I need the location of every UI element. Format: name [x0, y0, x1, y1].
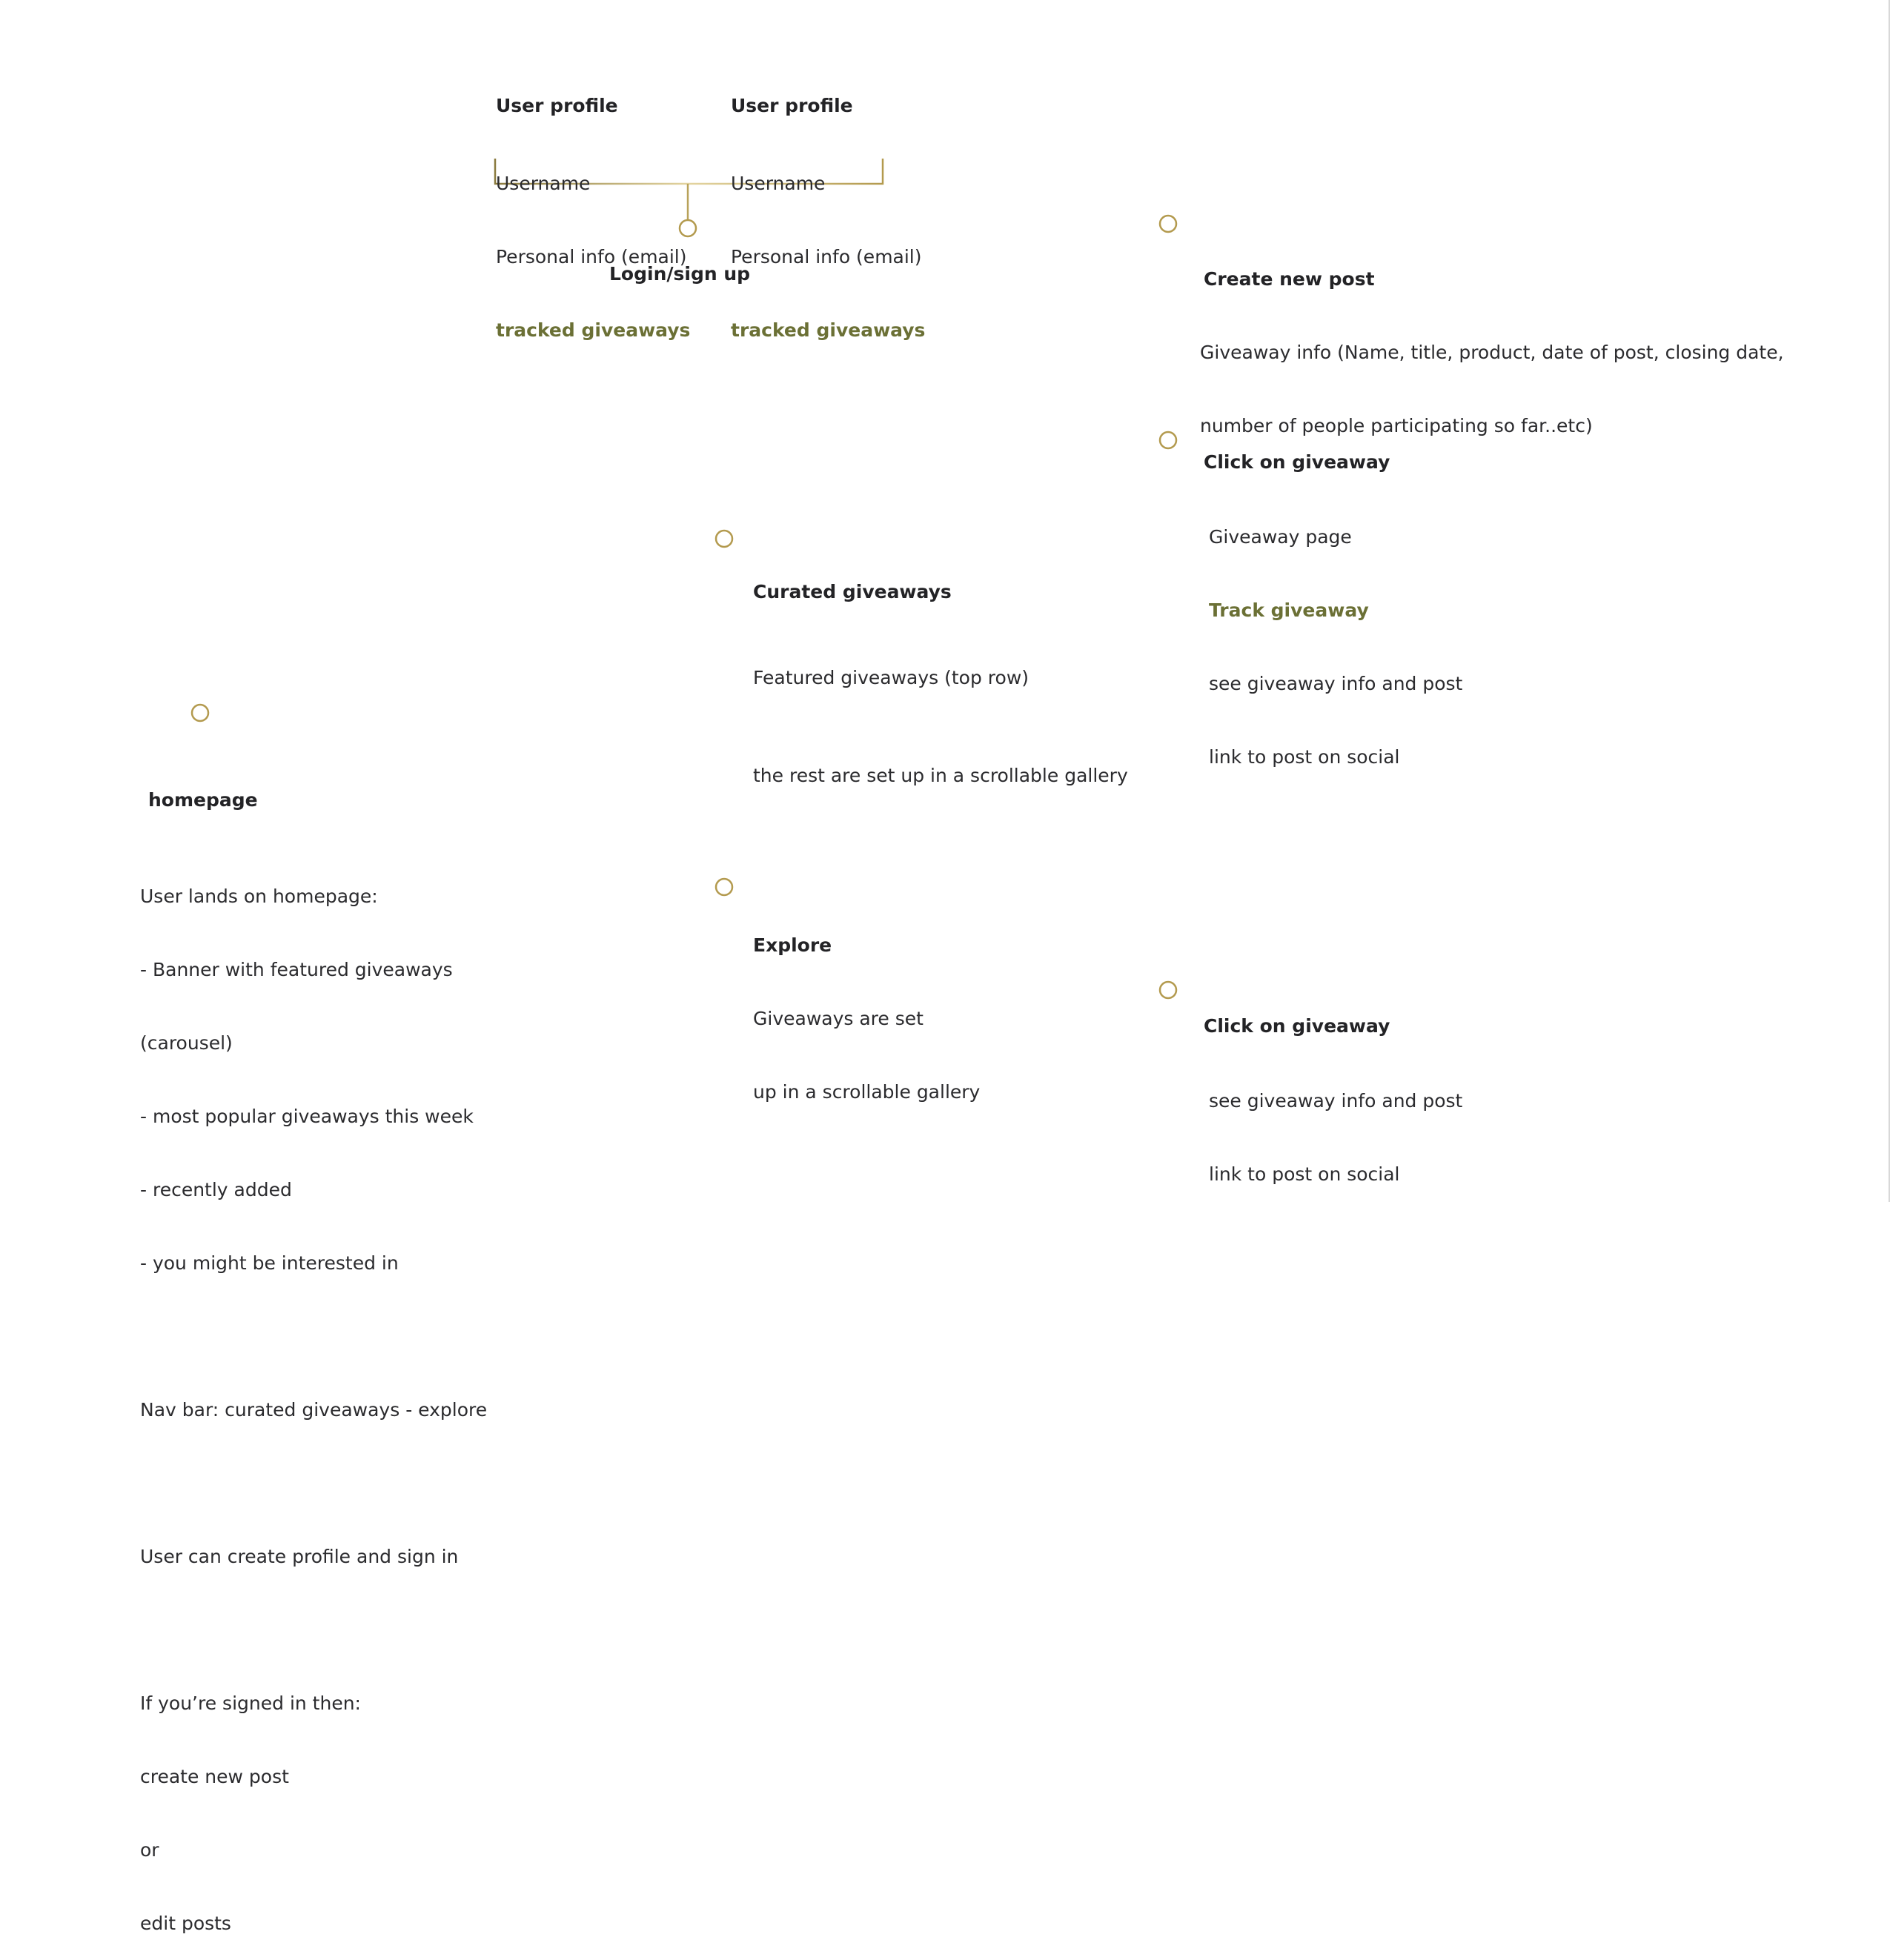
homepage-line-2: (carousel) [140, 1032, 233, 1054]
homepage-line-12: create new post [140, 1766, 289, 1787]
user-profile-box-1: User profile Username Personal info (ema… [496, 44, 690, 367]
click-giveaway-title-2: Click on giveaway [1204, 1015, 1390, 1037]
node-click-giveaway-2[interactable] [1158, 980, 1178, 1000]
homepage-line-13: or [140, 1839, 159, 1861]
homepage-box: homepage User lands on homepage: - Banne… [140, 739, 487, 1960]
homepage-line-11: If you’re signed in then: [140, 1692, 361, 1714]
user-profile-username-1: Username [496, 173, 591, 194]
click-giveaway-2-line-2: link to post on social [1209, 1163, 1400, 1185]
node-login[interactable] [678, 219, 697, 238]
profile-bracket [494, 159, 884, 185]
homepage-line-0: User lands on homepage: [140, 886, 378, 907]
curated-box: Curated giveaways Featured giveaways (to… [753, 531, 1128, 812]
user-profile-tracked-1: tracked giveaways [496, 319, 691, 341]
curated-line-2: the rest are set up in a scrollable gall… [753, 765, 1128, 786]
homepage-line-7: Nav bar: curated giveaways - explore [140, 1399, 488, 1421]
click-giveaway-title-1: Click on giveaway [1204, 451, 1390, 473]
node-click-giveaway-1[interactable] [1158, 431, 1178, 450]
user-profile-personal-info-1: Personal info (email) [496, 246, 687, 268]
create-post-line-2: number of people participating so far..e… [1200, 415, 1593, 436]
create-post-title: Create new post [1204, 268, 1375, 290]
curated-title: Curated giveaways [753, 581, 952, 602]
homepage-line-10 [140, 1618, 487, 1642]
homepage-line-8 [140, 1471, 487, 1495]
create-post-line-1: Giveaway info (Name, title, product, dat… [1200, 342, 1784, 363]
click-giveaway-1-line-2: link to post on social [1209, 746, 1400, 768]
homepage-title: homepage [148, 789, 258, 811]
explore-title: Explore [753, 934, 832, 956]
explore-line-1: Giveaways are set [753, 1008, 924, 1029]
login-label: Login/sign up [609, 263, 751, 285]
page-edge-divider [1889, 0, 1890, 1202]
homepage-line-1: - Banner with featured giveaways [140, 959, 453, 980]
homepage-line-6 [140, 1324, 487, 1349]
user-profile-username-2: Username [731, 173, 826, 194]
node-explore[interactable] [714, 877, 734, 897]
click-giveaway-1-line-1: see giveaway info and post [1209, 673, 1463, 694]
homepage-line-4: - recently added [140, 1179, 292, 1200]
homepage-line-14: edit posts [140, 1913, 231, 1934]
curated-line-1: Featured giveaways (top row) [753, 667, 1029, 688]
user-profile-tracked-2: tracked giveaways [731, 319, 926, 341]
user-profile-box-2: User profile Username Personal info (ema… [731, 44, 925, 367]
node-curated[interactable] [714, 529, 734, 548]
flow-diagram [190, 159, 1178, 1000]
click-giveaway-page-line: Giveaway page [1209, 526, 1352, 548]
user-profile-title-1: User profile [496, 95, 618, 116]
click-giveaway-box-2: Click on giveaway see giveaway info and … [1204, 965, 1462, 1211]
node-homepage[interactable] [190, 703, 210, 722]
node-create-post[interactable] [1158, 214, 1178, 233]
explore-line-2: up in a scrollable gallery [753, 1081, 981, 1103]
click-giveaway-2-line-1: see giveaway info and post [1209, 1090, 1463, 1112]
homepage-line-3: - most popular giveaways this week [140, 1106, 474, 1127]
explore-box: Explore Giveaways are set up in a scroll… [753, 884, 980, 1129]
create-post-box: Create new post Giveaway info (Name, tit… [1200, 218, 1784, 462]
click-giveaway-box-1: Click on giveaway Giveaway page Track gi… [1204, 401, 1462, 794]
homepage-line-9: User can create profile and sign in [140, 1546, 459, 1567]
homepage-line-5: - you might be interested in [140, 1252, 399, 1274]
user-profile-title-2: User profile [731, 95, 853, 116]
track-giveaway-link[interactable]: Track giveaway [1209, 599, 1369, 621]
user-profile-personal-info-2: Personal info (email) [731, 246, 922, 268]
